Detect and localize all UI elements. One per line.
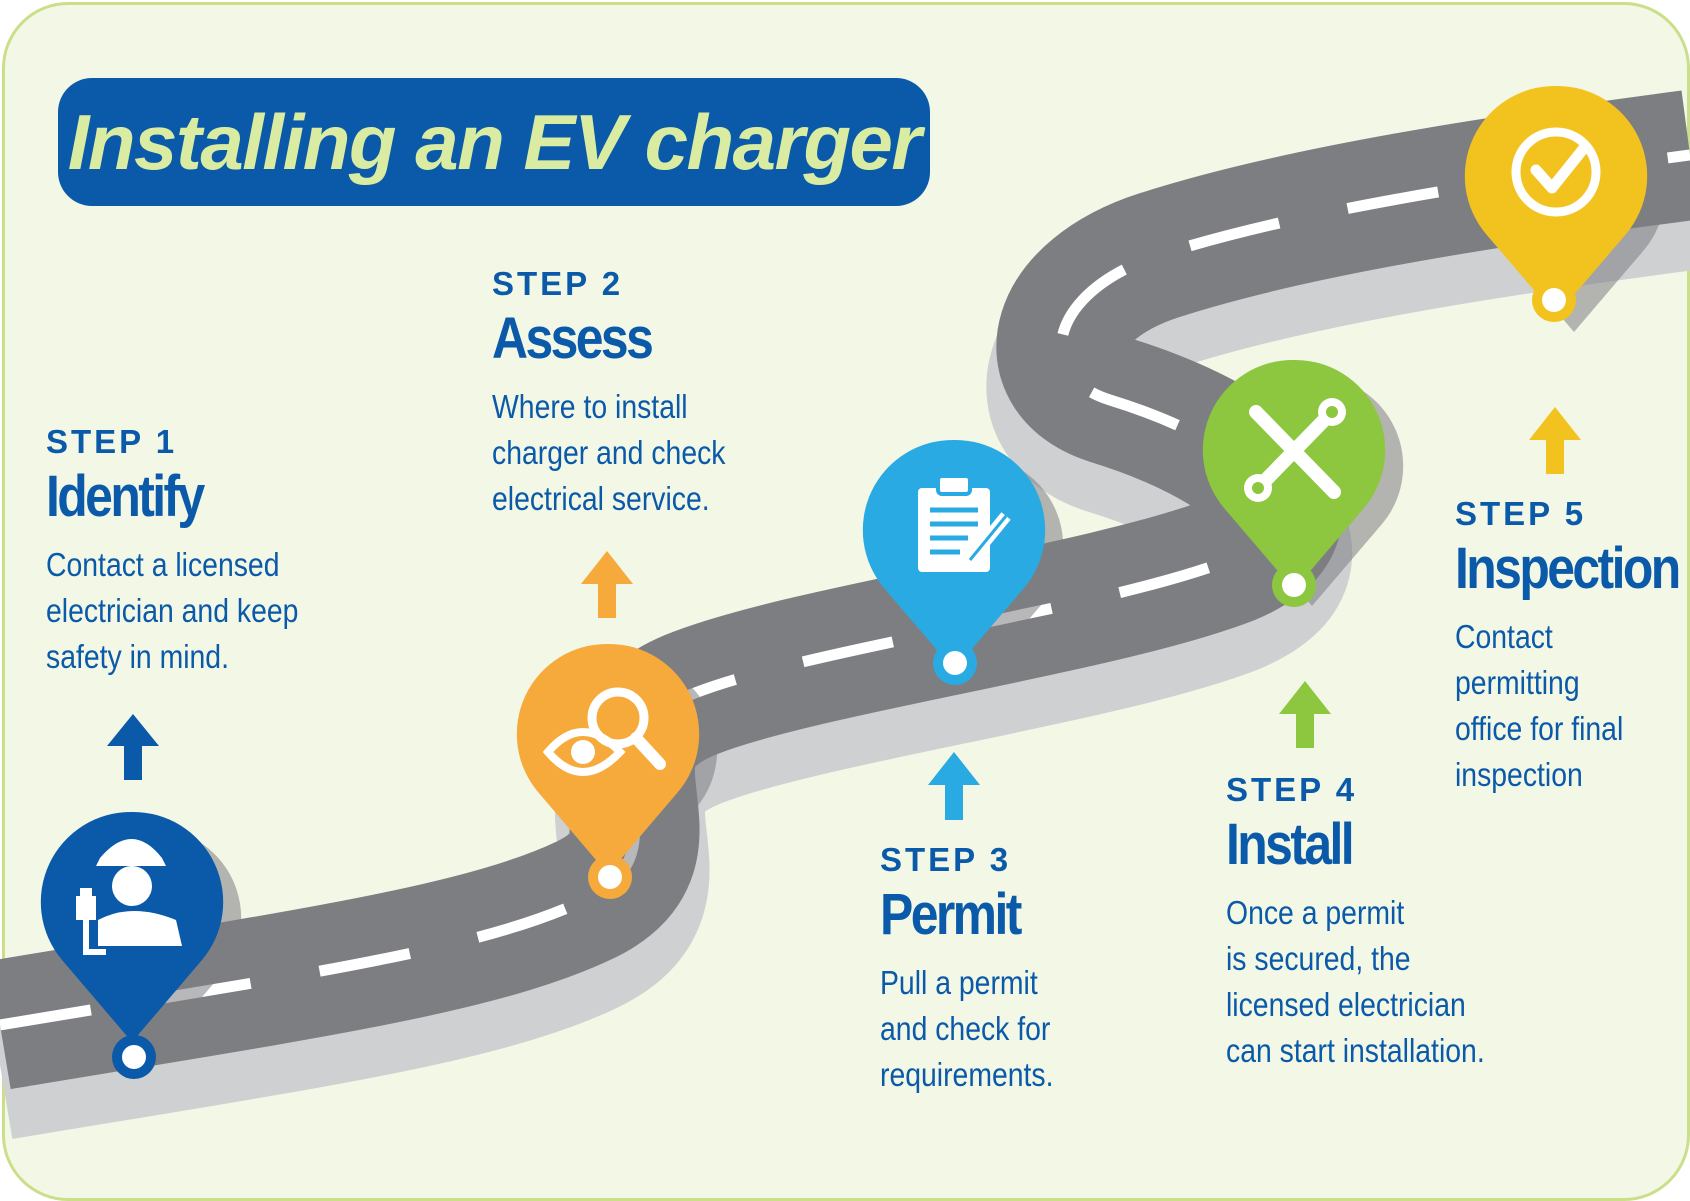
title-banner: Installing an EV charger bbox=[58, 78, 930, 206]
step-2: STEP 2 Assess Where to install charger a… bbox=[492, 264, 764, 522]
step-2-label: STEP 2 bbox=[492, 265, 624, 302]
step-5-name: Inspection bbox=[1455, 536, 1681, 601]
step-2-desc-line: Where to install bbox=[492, 388, 688, 425]
step-2-desc-line: electrical service. bbox=[492, 480, 710, 517]
step-5: STEP 5 Inspection Contact permitting off… bbox=[1455, 494, 1690, 798]
step-1-desc-line: Contact a licensed bbox=[46, 546, 280, 583]
step-5-desc-line: office for final bbox=[1455, 710, 1624, 747]
page-title: Installing an EV charger bbox=[67, 97, 922, 186]
step-1-pin bbox=[40, 811, 242, 1079]
step-4-desc-line: Once a permit bbox=[1226, 894, 1405, 931]
step-2-description: Where to install charger and check elect… bbox=[492, 384, 725, 522]
step-1-desc-line: safety in mind. bbox=[46, 638, 229, 675]
step-3-description: Pull a permit and check for requirements… bbox=[880, 960, 1054, 1098]
step-1-desc-line: electrician and keep bbox=[46, 592, 299, 629]
step-3: STEP 3 Permit Pull a permit and check fo… bbox=[880, 840, 1082, 1098]
step-3-desc-line: requirements. bbox=[880, 1056, 1054, 1093]
wrench-screwdriver-icon bbox=[1244, 398, 1346, 502]
step-3-pin bbox=[862, 439, 1064, 686]
step-2-name: Assess bbox=[492, 306, 654, 371]
step-5-desc-line: Contact bbox=[1455, 618, 1553, 655]
clipboard-icon bbox=[918, 474, 1011, 572]
up-arrow-icon bbox=[928, 752, 980, 820]
step-4-description: Once a permit is secured, the licensed e… bbox=[1226, 890, 1485, 1074]
step-5-description: Contact permitting office for final insp… bbox=[1455, 614, 1679, 798]
step-4-desc-line: licensed electrician bbox=[1226, 986, 1466, 1023]
checkmark-icon bbox=[1511, 127, 1601, 217]
step-4-label: STEP 4 bbox=[1226, 771, 1358, 808]
electrician-icon bbox=[76, 839, 182, 955]
step-1: STEP 1 Identify Contact a licensed elect… bbox=[46, 422, 340, 680]
step-4-desc-line: is secured, the bbox=[1226, 940, 1411, 977]
step-1-name: Identify bbox=[46, 464, 205, 529]
step-3-desc-line: and check for bbox=[880, 1010, 1051, 1047]
up-arrow-icon bbox=[1529, 407, 1581, 474]
up-arrow-icon bbox=[107, 714, 159, 780]
step-4: STEP 4 Install Once a permit is secured,… bbox=[1226, 770, 1527, 1074]
step-4-name: Install bbox=[1226, 812, 1355, 877]
step-2-desc-line: charger and check bbox=[492, 434, 726, 471]
step-5-desc-line: inspection bbox=[1455, 756, 1583, 793]
step-3-desc-line: Pull a permit bbox=[880, 964, 1038, 1001]
step-1-label: STEP 1 bbox=[46, 423, 178, 460]
up-arrow-icon bbox=[1279, 681, 1331, 748]
step-4-pin bbox=[1202, 359, 1404, 607]
step-3-name: Permit bbox=[880, 882, 1022, 947]
step-3-label: STEP 3 bbox=[880, 841, 1012, 878]
up-arrow-icon bbox=[581, 551, 633, 618]
step-1-description: Contact a licensed electrician and keep … bbox=[46, 542, 298, 680]
step-5-desc-line: permitting bbox=[1455, 664, 1580, 701]
step-5-pin bbox=[1464, 85, 1666, 332]
eye-magnifier-icon bbox=[542, 687, 666, 776]
road-lane-markings bbox=[0, 149, 1690, 1031]
step-2-pin bbox=[516, 643, 718, 899]
step-5-label: STEP 5 bbox=[1455, 495, 1587, 532]
step-4-desc-line: can start installation. bbox=[1226, 1032, 1485, 1069]
